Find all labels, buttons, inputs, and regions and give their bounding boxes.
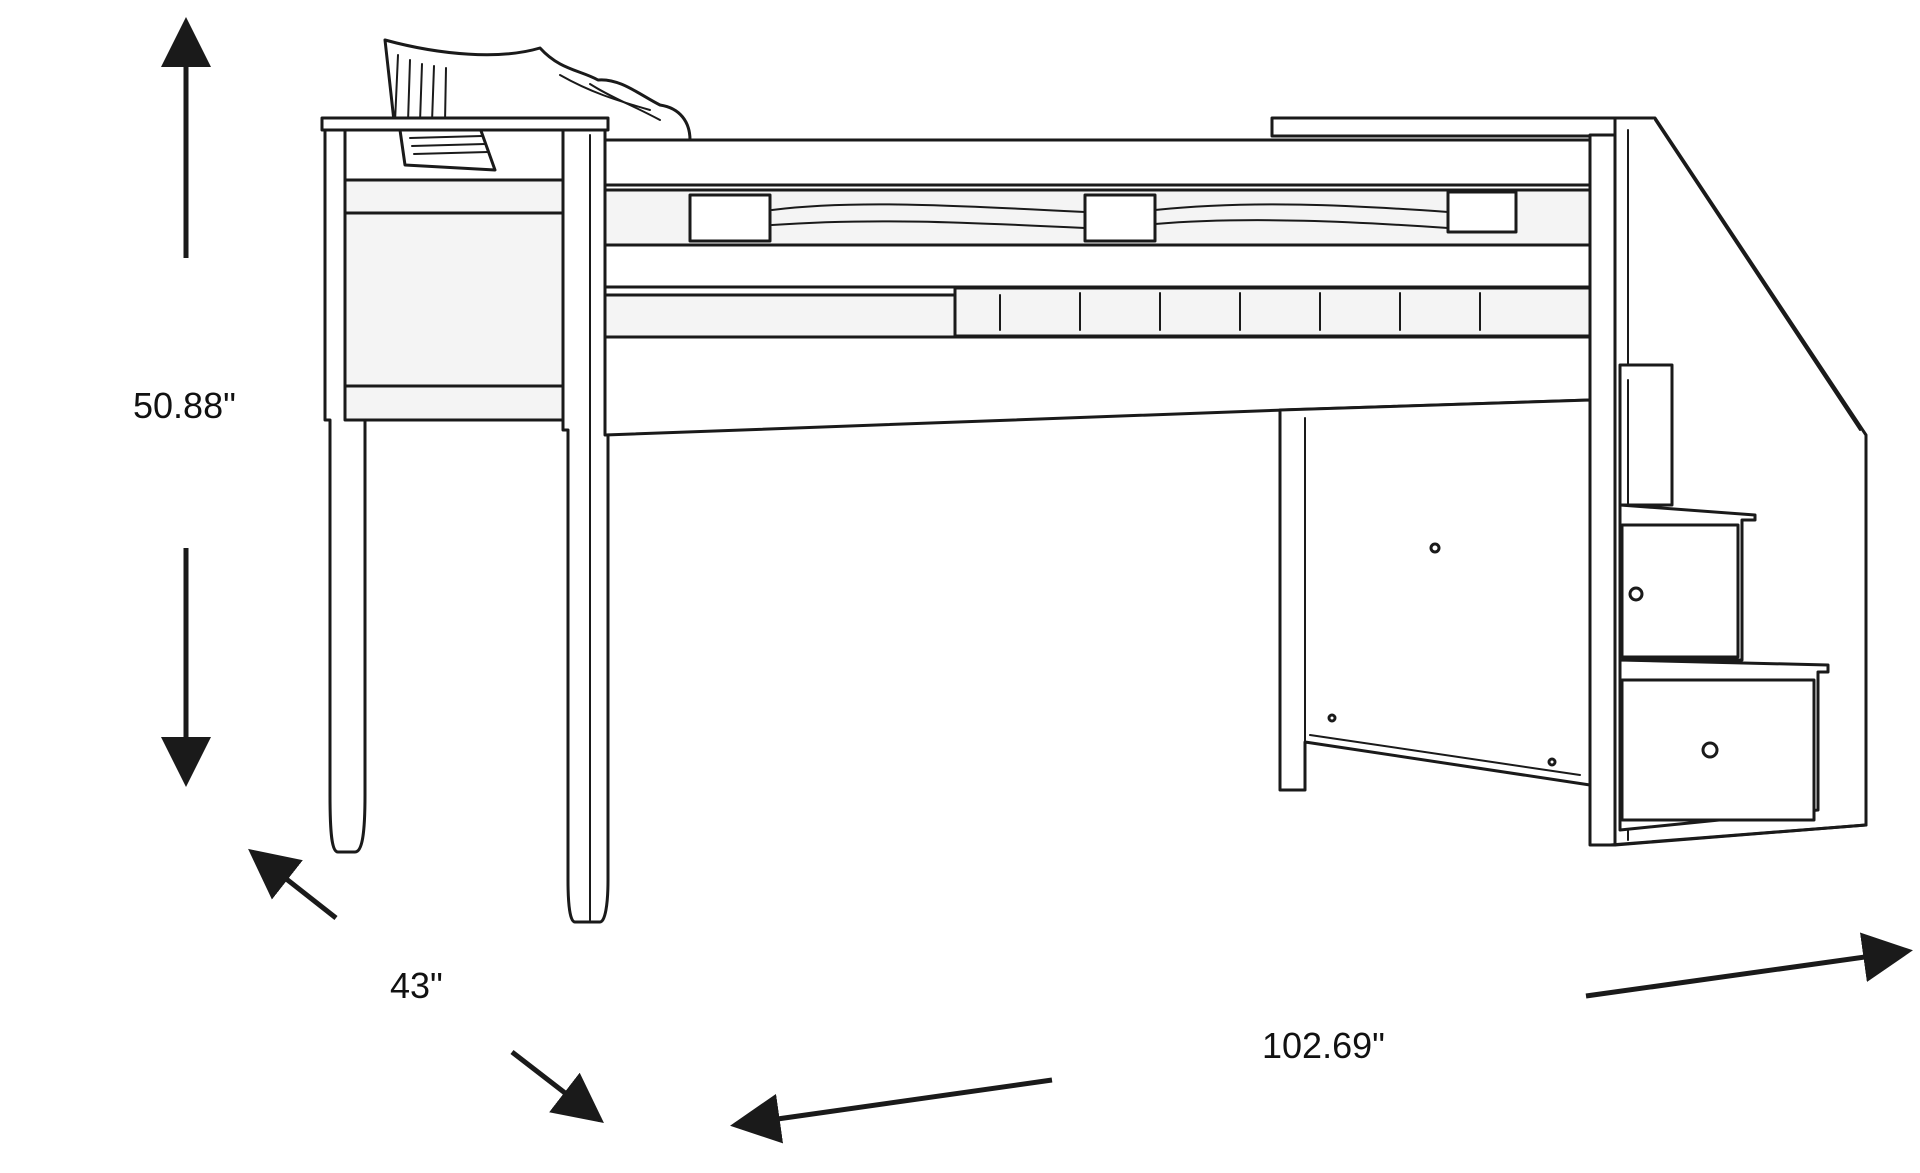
under-cabinet xyxy=(1278,398,1592,792)
height-dimension-label: 50.88" xyxy=(133,385,236,426)
depth-arrow-front xyxy=(510,1050,604,1124)
depth-arrow-back xyxy=(248,848,338,920)
front-left-post xyxy=(561,128,610,924)
width-arrow-left xyxy=(730,1077,1053,1144)
right-top-rail xyxy=(1270,116,1634,138)
lower-side-rail xyxy=(603,243,1592,289)
width-arrow-right xyxy=(1585,932,1913,999)
dimension-arrows xyxy=(161,17,1913,1144)
depth-dimension-label: 43" xyxy=(390,965,443,1006)
back-left-leg xyxy=(323,128,367,854)
slat-strip-left xyxy=(603,293,957,339)
front-top-rail xyxy=(603,138,1592,187)
width-dimension-label: 102.69" xyxy=(1262,1025,1385,1066)
left-top-rail xyxy=(320,116,610,132)
guard-rail-brackets xyxy=(688,190,1518,243)
slat-strip-right xyxy=(953,286,1592,338)
stair-step-top xyxy=(1618,363,1674,507)
loft-bed-drawing xyxy=(320,38,1868,924)
drawer-knob-middle xyxy=(1628,586,1644,602)
right-end-post xyxy=(1588,133,1617,847)
left-end-panel xyxy=(343,178,565,422)
drawer-knob-bottom xyxy=(1701,741,1719,759)
